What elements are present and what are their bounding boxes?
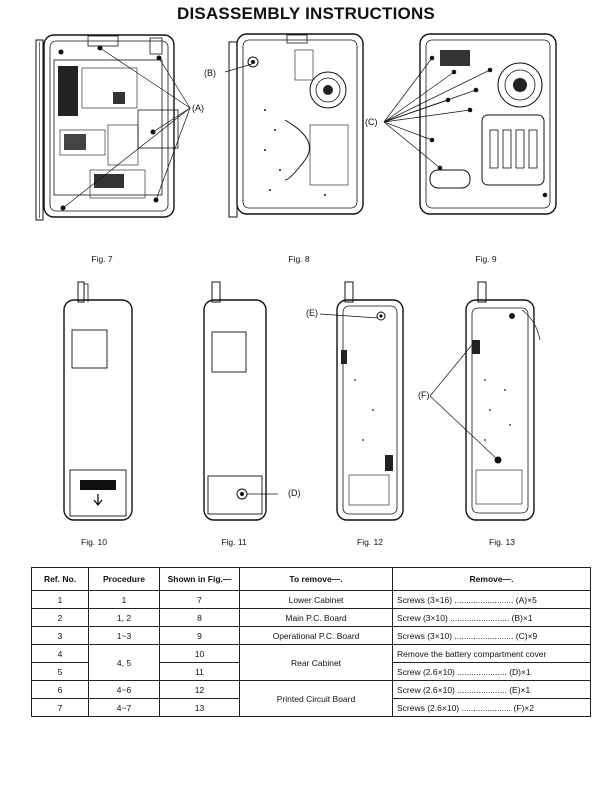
fig8-drawing <box>228 33 364 218</box>
cell-ref: 7 <box>31 698 89 717</box>
cell-remove: Screws (2.6×10) ..................... (F… <box>392 698 591 717</box>
cell-part: Main P.C. Board <box>239 608 393 627</box>
cell-fig: 7 <box>159 590 240 609</box>
table-row: 6 4~6 12 Printed Circuit Board Screw (2.… <box>31 680 591 717</box>
fig8-leader <box>225 63 253 73</box>
cell-part: Lower Cabinet <box>239 590 393 609</box>
cell-fig: 9 <box>159 626 240 645</box>
cell-ref: 3 <box>31 626 89 645</box>
cell-fig: 12 <box>159 680 240 699</box>
disassembly-table: Ref. No. Procedure Shown in Fig.— To rem… <box>31 567 591 717</box>
cell-ref: 5 <box>31 662 89 681</box>
cell-fig: 13 <box>159 698 240 717</box>
table-row: 1 1 7 Lower Cabinet Screws (3×16) ......… <box>31 590 591 609</box>
header-procedure: Procedure <box>88 567 160 591</box>
fig8-callout-b: (B) <box>204 68 216 78</box>
fig9-caption: Fig. 9 <box>475 254 497 264</box>
cell-fig: 11 <box>159 662 240 681</box>
table-header-row: Ref. No. Procedure Shown in Fig.— To rem… <box>31 567 591 591</box>
cell-procedure: 1, 2 <box>88 608 160 627</box>
fig10-drawing <box>63 281 133 521</box>
fig8-caption: Fig. 8 <box>288 254 310 264</box>
cell-ref: 1 <box>31 590 89 609</box>
header-to-remove: To remove—. <box>239 567 393 591</box>
cell-part: Rear Cabinet <box>239 644 393 681</box>
cell-remove: Screws (3×16) ......................... … <box>392 590 591 609</box>
cell-remove: Screws (3×10) ......................... … <box>392 626 591 645</box>
fig7-caption: Fig. 7 <box>91 254 113 264</box>
fig13-callout-f: (F) <box>418 390 430 400</box>
header-ref-no: Ref. No. <box>31 567 89 591</box>
cell-remove: Remove the battery compartment cover <box>392 644 591 663</box>
fig9-drawing <box>419 33 557 215</box>
fig12-callout-e: (E) <box>306 308 318 318</box>
cell-procedure: 1~3 <box>88 626 160 645</box>
cell-ref: 4 <box>31 644 89 663</box>
fig7-callout-a: (A) <box>192 103 204 113</box>
table-row: 5 11 Screw (2.6×10) ....................… <box>31 662 591 681</box>
fig11-callout-d: (D) <box>288 488 301 498</box>
table-row: 3 1~3 9 Operational P.C. Board Screws (3… <box>31 626 591 645</box>
cell-ref: 6 <box>31 680 89 699</box>
fig9-leaders <box>383 57 490 169</box>
cell-fig: 10 <box>159 644 240 663</box>
fig9-callout-c: (C) <box>365 117 378 127</box>
cell-remove: Screw (2.6×10) ..................... (E)… <box>392 680 591 699</box>
cell-remove: Screw (3×10) ......................... (… <box>392 608 591 627</box>
cell-procedure: 1 <box>88 590 160 609</box>
cell-procedure: 4~7 <box>88 698 160 717</box>
fig12-leader <box>319 313 379 319</box>
page-title: DISASSEMBLY INSTRUCTIONS <box>177 4 435 23</box>
cell-remove: Screw (2.6×10) ..................... (D)… <box>392 662 591 681</box>
cell-part: Operational P.C. Board <box>239 626 393 645</box>
header-shown-in-fig: Shown in Fig.— <box>159 567 240 591</box>
header-remove: Remove—. <box>392 567 591 591</box>
fig11-caption: Fig. 11 <box>221 537 247 547</box>
fig7-drawing <box>35 34 191 221</box>
cell-ref: 2 <box>31 608 89 627</box>
table-row: 7 4~7 13 Screws (2.6×10) ...............… <box>31 698 591 717</box>
cell-part: Printed Circuit Board <box>239 680 393 717</box>
fig13-caption: Fig. 13 <box>489 537 515 547</box>
fig13-leaders <box>429 339 499 461</box>
fig12-caption: Fig. 12 <box>357 537 383 547</box>
cell-procedure: 4, 5 <box>88 644 160 681</box>
cell-procedure: 4~6 <box>88 680 160 699</box>
table-row: 2 1, 2 8 Main P.C. Board Screw (3×10) ..… <box>31 608 591 627</box>
fig10-caption: Fig. 10 <box>81 537 107 547</box>
fig11-drawing <box>203 281 278 521</box>
table-row: 4 4, 5 10 Rear Cabinet Remove the batter… <box>31 644 591 681</box>
fig12-drawing <box>336 281 404 521</box>
cell-fig: 8 <box>159 608 240 627</box>
